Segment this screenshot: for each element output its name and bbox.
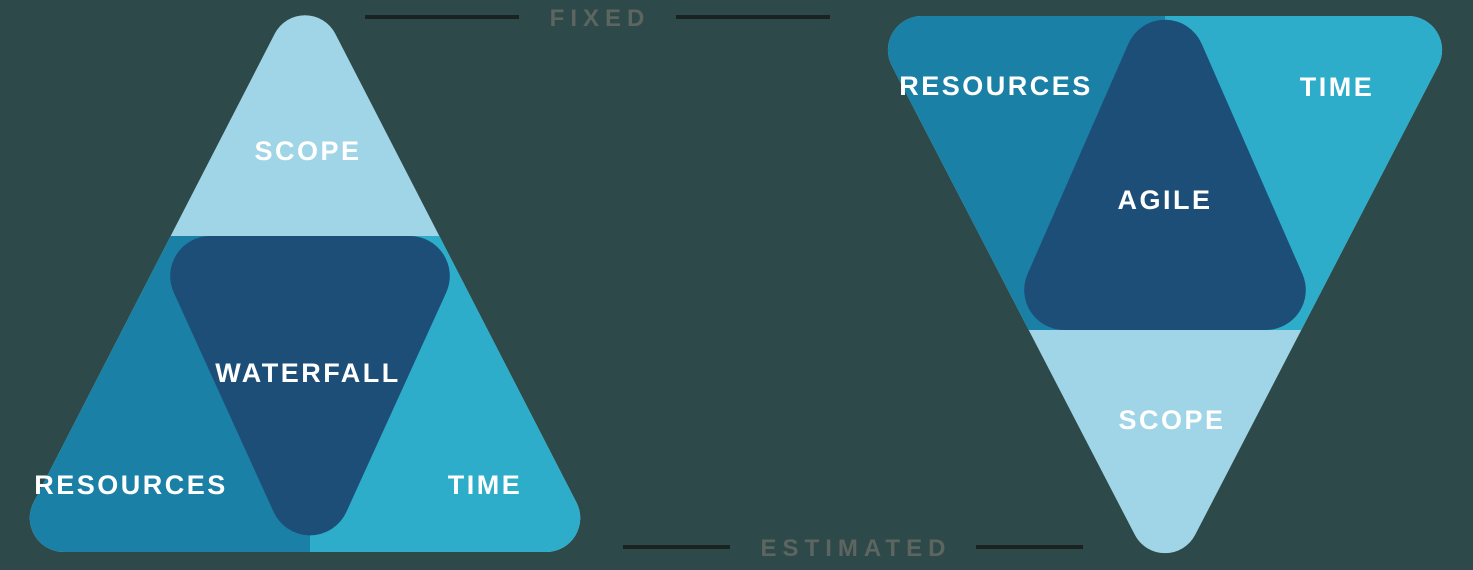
waterfall-center-triangle <box>170 235 450 536</box>
fixed-caption: FIXED <box>365 5 830 32</box>
estimated-caption-line-right <box>976 545 1083 549</box>
agile-center-label: AGILE <box>1117 185 1212 215</box>
agile-center-triangle <box>1024 19 1306 330</box>
estimated-caption-label: ESTIMATED <box>761 535 952 562</box>
agile-scope-label: SCOPE <box>1118 405 1225 435</box>
estimated-caption-line-left <box>623 545 730 549</box>
agile-resources-label: RESOURCES <box>899 71 1093 101</box>
fixed-caption-line-left <box>365 15 519 19</box>
waterfall-center-label: WATERFALL <box>215 358 400 388</box>
estimated-caption: ESTIMATED <box>623 535 1083 562</box>
agile-triangle: RESOURCES TIME AGILE SCOPE <box>887 16 1443 554</box>
fixed-caption-label: FIXED <box>550 5 651 32</box>
waterfall-time-label: TIME <box>448 470 523 500</box>
waterfall-scope-label: SCOPE <box>254 136 361 166</box>
waterfall-triangle: SCOPE WATERFALL RESOURCES TIME <box>29 15 581 553</box>
fixed-caption-line-right <box>676 15 830 19</box>
waterfall-resources-label: RESOURCES <box>34 470 228 500</box>
agile-time-label: TIME <box>1300 72 1375 102</box>
